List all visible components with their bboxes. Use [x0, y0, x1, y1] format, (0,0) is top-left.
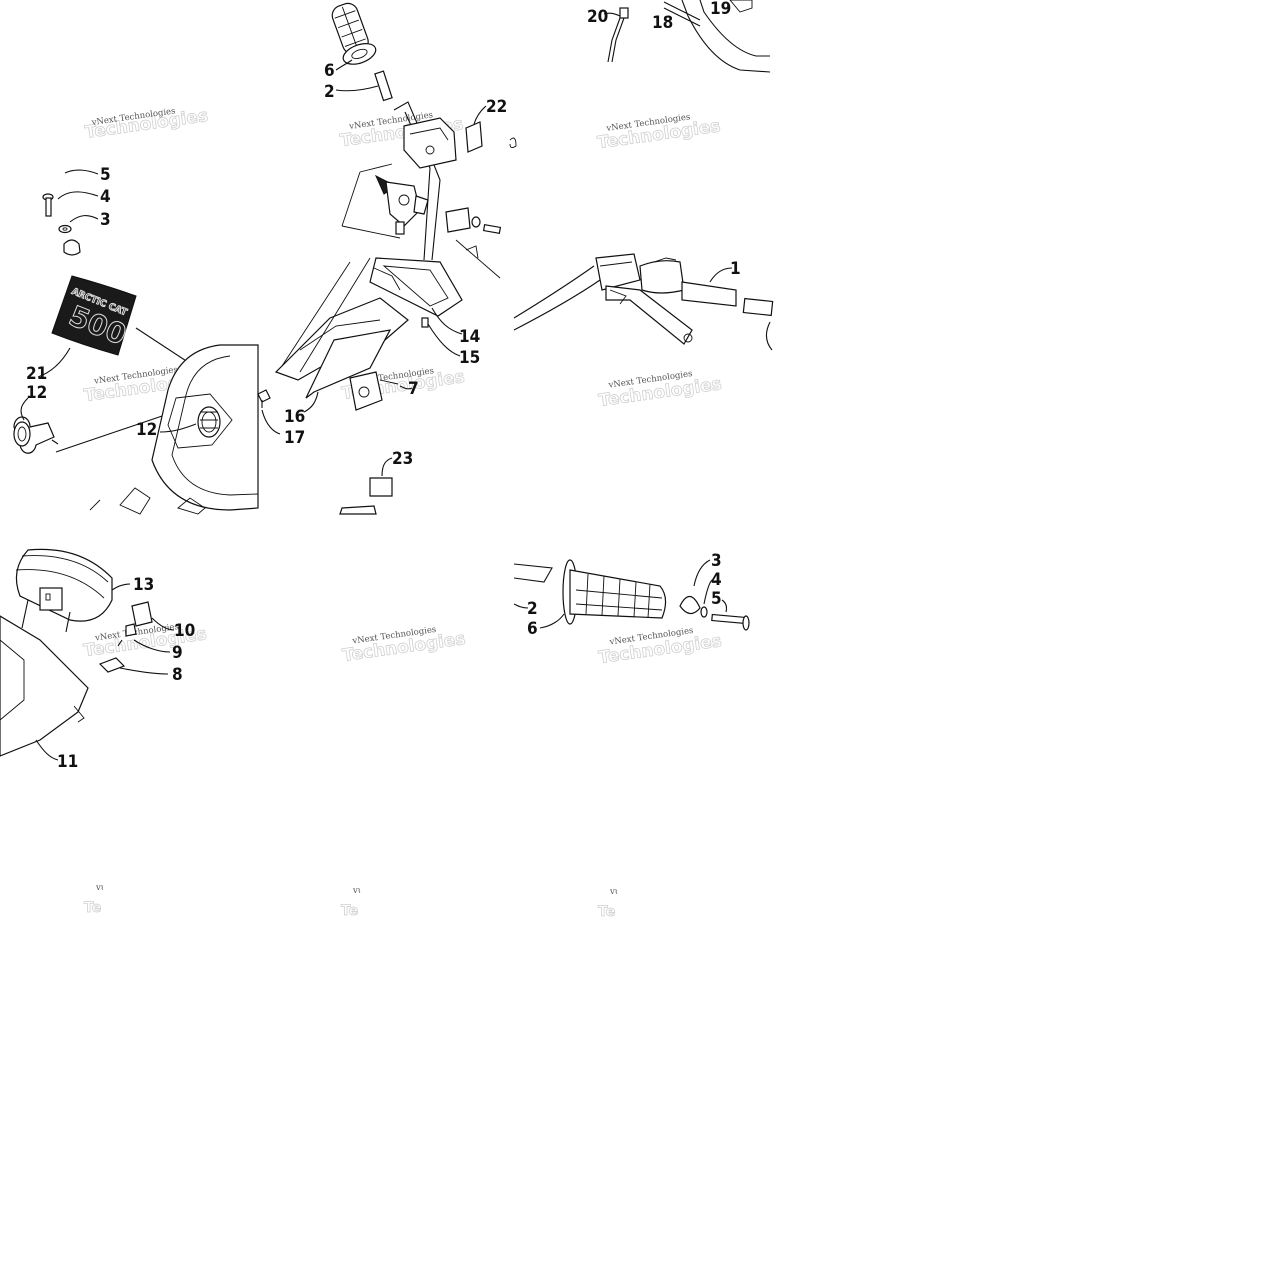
small-screw-part [421, 317, 429, 328]
tile-top-middle [257, 2, 517, 515]
svg-text:Te: Te [341, 903, 358, 919]
end-cap-part [679, 595, 701, 615]
callout-6: 6 [324, 61, 335, 81]
callout-labels: 5 4 3 21 12 12 6 2 22 14 15 16 17 7 23 2… [26, 0, 741, 772]
label-23-part [369, 477, 393, 497]
throttle-housing-part [403, 117, 457, 169]
label-22-part [465, 121, 483, 153]
callout-17: 17 [284, 428, 305, 448]
callout-18: 18 [652, 13, 673, 33]
callout-12: 12 [26, 383, 47, 403]
callout-8: 8 [172, 665, 183, 685]
instrument-cover-part [369, 257, 463, 317]
callout-9: 9 [172, 643, 183, 663]
tile-middle-right [513, 559, 750, 631]
callout-6: 6 [527, 619, 538, 639]
screw-part [42, 193, 54, 217]
lower-housing-part [0, 615, 89, 757]
callout-22: 22 [486, 97, 507, 117]
switch-part [349, 371, 399, 411]
end-bolt-part [711, 613, 750, 631]
callout-19: 19 [710, 0, 731, 19]
bulb-part [125, 623, 137, 637]
cable-part [607, 7, 629, 63]
callout-4: 4 [711, 570, 722, 590]
speedometer-part [15, 548, 113, 633]
callout-3: 3 [100, 210, 111, 230]
callout-4: 4 [100, 187, 111, 207]
callout-5: 5 [711, 589, 722, 609]
grommet-part [98, 657, 126, 673]
callout-21: 21 [26, 364, 47, 384]
callout-12: 12 [136, 420, 157, 440]
watermark-fragment: vɩ [609, 887, 618, 897]
end-washer-part [700, 606, 708, 618]
callout-16: 16 [284, 407, 305, 427]
right-grip-part [562, 559, 667, 625]
callout-10: 10 [174, 621, 195, 641]
push-rivet-part [257, 389, 271, 403]
watermark-fragment: vɩ [352, 886, 361, 896]
callout-7: 7 [408, 379, 419, 399]
svg-text:Te: Te [598, 904, 615, 920]
hand-grip-part [331, 2, 377, 65]
model-decal-part: ARCTIC CAT 500 [51, 275, 137, 356]
mounting-bracket-part [274, 297, 409, 399]
callout-2: 2 [324, 82, 335, 102]
tile-top-left: ARCTIC CAT 500 [13, 169, 259, 515]
callout-14: 14 [459, 327, 480, 347]
svg-text:Te: Te [84, 900, 101, 916]
handlebar-part [513, 253, 774, 351]
callout-1: 1 [730, 259, 741, 279]
callout-11: 11 [57, 752, 78, 772]
callout-15: 15 [459, 348, 480, 368]
console-hood-part [89, 344, 259, 515]
callout-13: 13 [133, 575, 154, 595]
callout-23: 23 [392, 449, 413, 469]
callout-20: 20 [587, 7, 608, 27]
callout-5: 5 [100, 165, 111, 185]
clamp-part [445, 207, 502, 235]
grip-sleeve-part [374, 70, 393, 102]
indicator-lamp-part [131, 601, 153, 627]
washer-part [58, 224, 72, 234]
watermark-fragment: vɩ [95, 883, 104, 893]
choke-lever-part [374, 174, 429, 235]
tile-middle-left [0, 548, 175, 761]
callout-2: 2 [527, 599, 538, 619]
callout-3: 3 [711, 551, 722, 571]
cap-nut-part [63, 239, 81, 256]
power-port-part [13, 416, 59, 454]
tile-top-right [513, 0, 774, 351]
